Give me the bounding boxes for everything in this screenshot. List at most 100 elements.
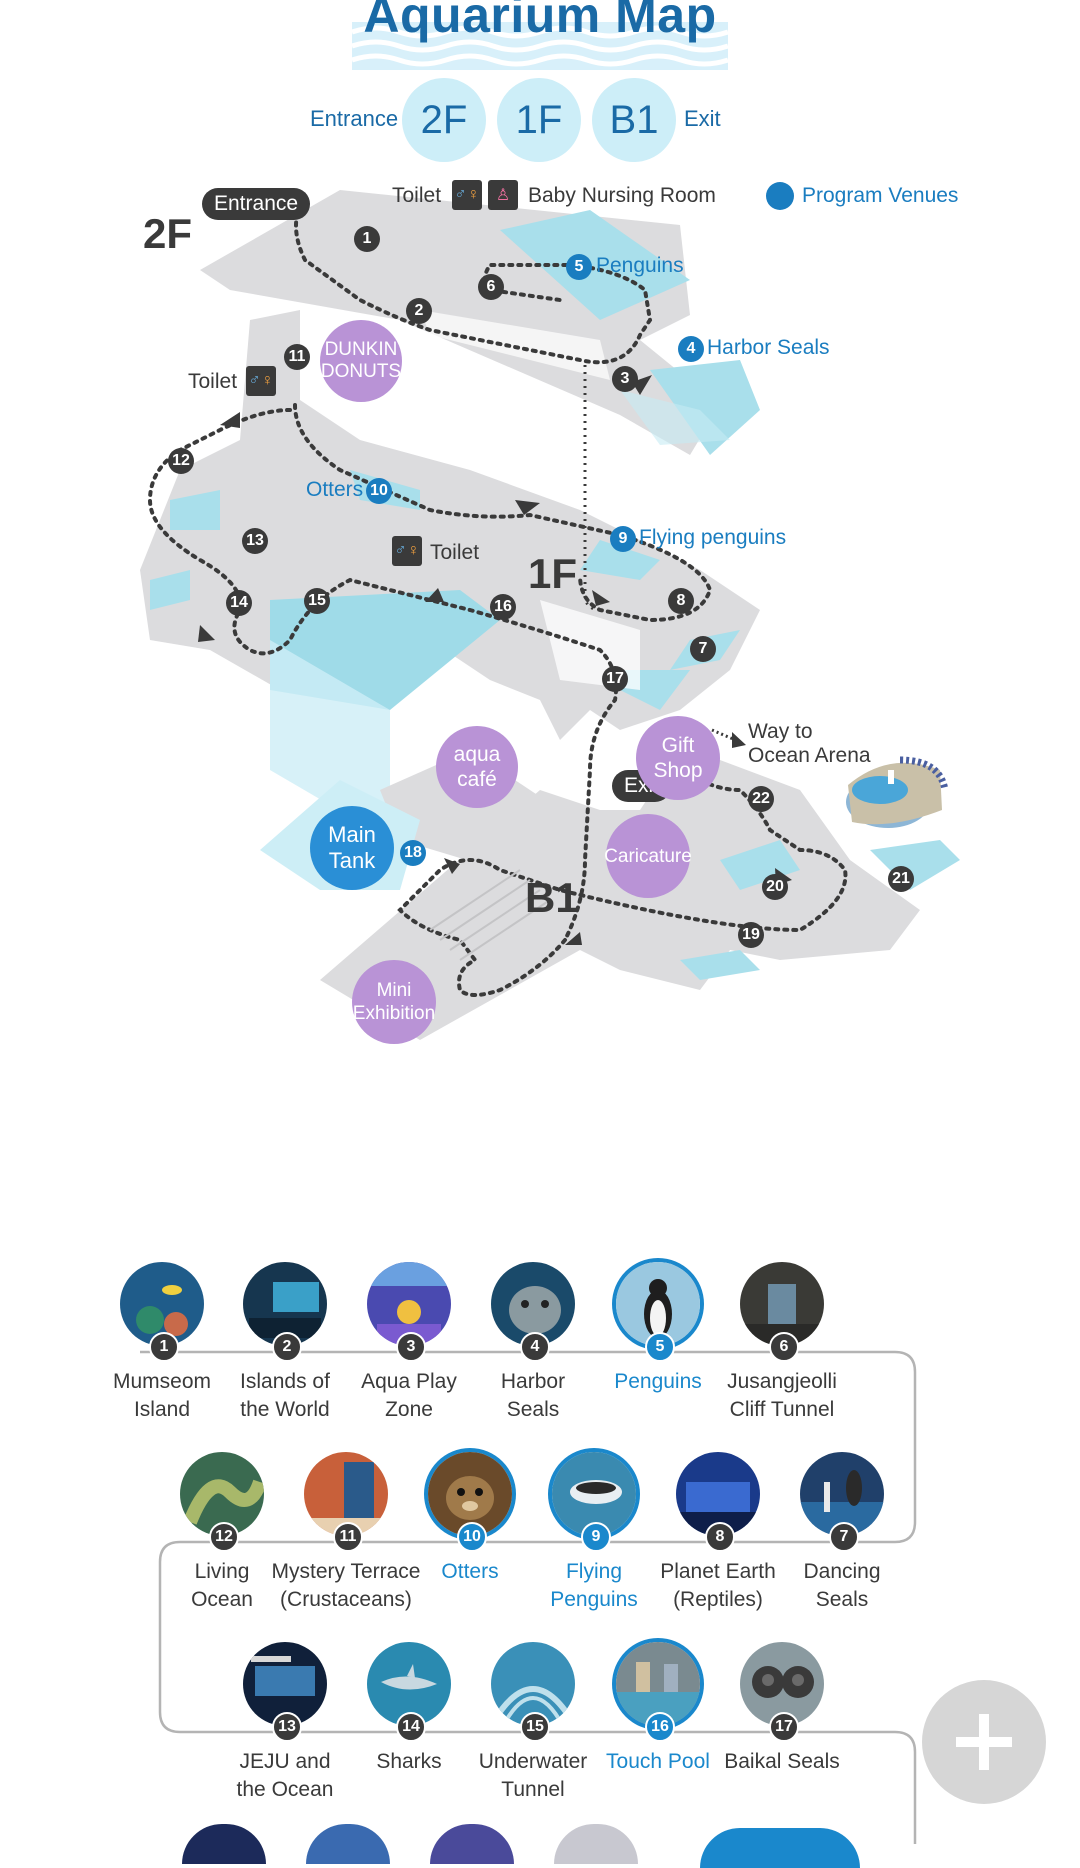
exhibit-number: 16 bbox=[645, 1712, 675, 1742]
exhibit-number: 13 bbox=[272, 1712, 302, 1742]
exhibit-name-line1: Dancing bbox=[803, 1560, 881, 1583]
entrance-marker: Entrance bbox=[202, 188, 311, 220]
floor-label-1f: 1F bbox=[528, 550, 578, 597]
exhibit-name-line2: Ocean bbox=[191, 1588, 253, 1611]
exhibit-name-line1: Baikal Seals bbox=[724, 1750, 840, 1773]
floor-label-2f: 2F bbox=[143, 210, 193, 257]
exhibit-number: 8 bbox=[705, 1522, 735, 1552]
route-start-label: Entrance bbox=[310, 106, 399, 131]
exhibit-name-line1: Aqua Play bbox=[361, 1370, 457, 1393]
program-venue-legend-dot bbox=[766, 182, 794, 210]
stop-number: 19 bbox=[738, 922, 764, 948]
exhibit-number: 4 bbox=[520, 1332, 550, 1362]
stop-number: 6 bbox=[478, 274, 504, 300]
floor-button-b1[interactable]: B1 bbox=[592, 78, 676, 162]
stop-number: 20 bbox=[762, 874, 788, 900]
exhibit-photo bbox=[180, 1452, 264, 1536]
exhibit-number: 7 bbox=[829, 1522, 859, 1552]
exhibit-name-line1: Mystery Terrace bbox=[271, 1560, 421, 1583]
dunkin-line2: DONUTS bbox=[320, 361, 402, 382]
venue-label-harbor-seals[interactable]: Harbor Seals bbox=[707, 336, 830, 359]
program-venue-legend-label: Program Venues bbox=[802, 184, 959, 207]
venue-label-flying-penguins[interactable]: Flying penguins bbox=[639, 526, 787, 549]
exhibit-name-line2: Seals bbox=[815, 1588, 869, 1611]
caricature-spot[interactable]: Caricature bbox=[604, 814, 692, 898]
exhibit-name-line2: Cliff Tunnel bbox=[729, 1398, 835, 1421]
exhibit-name: Sharks bbox=[329, 1748, 489, 1776]
exhibit-name-line2: Penguins bbox=[550, 1588, 638, 1611]
exhibit-name: Mystery Terrace(Crustaceans) bbox=[266, 1558, 426, 1614]
title-waves-decoration bbox=[352, 22, 728, 70]
venue-number-main-tank[interactable]: 18 bbox=[400, 840, 426, 866]
stop-number: 2 bbox=[406, 298, 432, 324]
exhibit-number: 5 bbox=[645, 1332, 675, 1362]
venue-label-penguins[interactable]: Penguins bbox=[596, 254, 684, 277]
add-floating-button[interactable] bbox=[922, 1680, 1046, 1804]
exhibit-name-line1: Living bbox=[194, 1560, 250, 1583]
floor-button-1f[interactable]: 1F bbox=[497, 78, 581, 162]
floor-label-b1: B1 bbox=[525, 874, 579, 921]
exhibit-name-line1: Islands of bbox=[240, 1370, 330, 1393]
exhibit-name-line1: Otters bbox=[441, 1560, 499, 1583]
exhibit-name-line2: Seals bbox=[506, 1398, 560, 1421]
venue-number-flying-penguins[interactable]: 9 bbox=[610, 526, 636, 552]
toilet-icon-2f: ♂♀ bbox=[452, 180, 482, 210]
stop-number: 15 bbox=[304, 588, 330, 614]
stop-number: 1 bbox=[354, 226, 380, 252]
main-line1: Main bbox=[328, 822, 376, 847]
exhibit-name: Planet Earth (Reptiles) bbox=[638, 1558, 798, 1614]
exhibit-number: 2 bbox=[272, 1332, 302, 1362]
exhibit-name: Penguins bbox=[578, 1368, 738, 1396]
stop-number: 3 bbox=[612, 366, 638, 392]
exhibit-number: 11 bbox=[333, 1522, 363, 1552]
floor-route: Entrance 2F 1F B1 Exit bbox=[0, 78, 1080, 162]
aqua-line1: aqua bbox=[453, 743, 501, 766]
stop-number: 12 bbox=[168, 448, 194, 474]
way-line2: Ocean Arena bbox=[748, 744, 871, 767]
mini-line1: Mini bbox=[376, 980, 412, 1001]
exhibit-name-line1: Harbor bbox=[500, 1370, 566, 1393]
stop-number: 11 bbox=[284, 344, 310, 370]
stop-number: 8 bbox=[668, 588, 694, 614]
exhibit-number: 14 bbox=[396, 1712, 426, 1742]
exhibit-name-line2: (Reptiles) bbox=[673, 1588, 763, 1611]
exhibit-number: 1 bbox=[149, 1332, 179, 1362]
toilet-label-1f-center: Toilet bbox=[430, 541, 480, 564]
venue-label-otters[interactable]: Otters bbox=[306, 478, 364, 501]
main-line2: Tank bbox=[328, 848, 376, 873]
exhibit-number: 9 bbox=[581, 1522, 611, 1552]
exhibit-name-line2: Island bbox=[133, 1398, 191, 1421]
way-line1: Way to bbox=[748, 720, 813, 743]
exhibit-number: 12 bbox=[209, 1522, 239, 1552]
page-title: Aquarium Map bbox=[363, 0, 717, 43]
venue-number-harbor-seals[interactable]: 4 bbox=[678, 336, 704, 362]
exhibit-number: 3 bbox=[396, 1332, 426, 1362]
exhibit-name-line2: Tunnel bbox=[501, 1778, 565, 1801]
map-drawing bbox=[140, 190, 960, 1040]
exhibit-name-line1: Sharks bbox=[376, 1750, 442, 1773]
floor-button-2f[interactable]: 2F bbox=[402, 78, 486, 162]
stop-number: 22 bbox=[748, 786, 774, 812]
toilet-icon-1f-center: ♂♀ bbox=[392, 536, 422, 566]
toilet-icon-1f-west: ♂♀ bbox=[246, 366, 276, 396]
stop-number: 16 bbox=[490, 594, 516, 620]
exhibit-name-line1: Planet Earth bbox=[660, 1560, 776, 1583]
dunkin-line1: DUNKIN bbox=[324, 339, 398, 360]
route-connector-lines bbox=[140, 1350, 917, 1844]
exhibit-number: 15 bbox=[520, 1712, 550, 1742]
exhibit-number: 10 bbox=[457, 1522, 487, 1552]
venue-number-otters[interactable]: 10 bbox=[366, 478, 392, 504]
venue-number-penguins[interactable]: 5 bbox=[566, 254, 592, 280]
exhibit-number: 17 bbox=[769, 1712, 799, 1742]
baby-nursing-icon: ♙ bbox=[488, 180, 518, 210]
